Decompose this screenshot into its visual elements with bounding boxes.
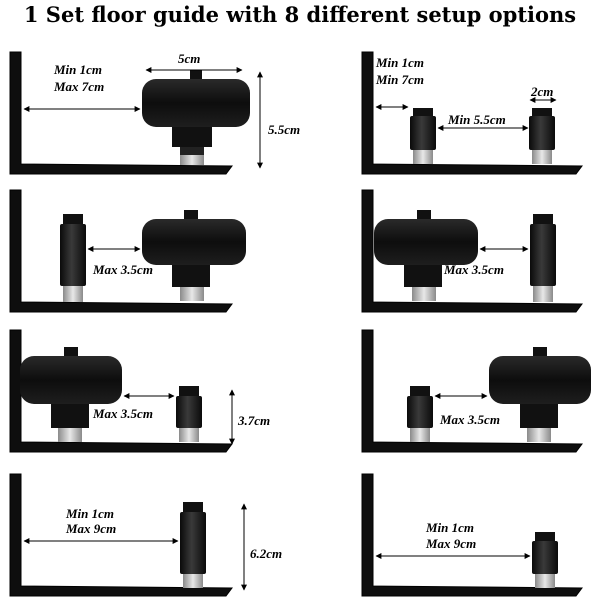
large-wheel bbox=[489, 347, 591, 442]
setup-option-8: Min 1cm Max 9cm bbox=[361, 473, 583, 597]
label-max: Max 9cm bbox=[425, 536, 476, 551]
l-bracket bbox=[361, 329, 583, 453]
setup-option-3: Max 3.5cm bbox=[9, 189, 246, 313]
small-roller bbox=[60, 214, 86, 302]
small-roller bbox=[532, 532, 558, 588]
label-height: 5.5cm bbox=[268, 122, 300, 137]
label-roller-width: 2cm bbox=[530, 84, 553, 99]
small-roller bbox=[176, 386, 202, 442]
large-wheel bbox=[20, 347, 122, 442]
page-title: 1 Set floor guide with 8 different setup… bbox=[23, 2, 577, 27]
setup-option-7: Min 1cm Max 9cm 6.2cm bbox=[9, 473, 282, 597]
small-roller-left bbox=[410, 108, 436, 164]
l-bracket bbox=[9, 473, 233, 597]
l-bracket bbox=[361, 189, 583, 313]
label-height: 6.2cm bbox=[250, 546, 282, 561]
label-min: Min 1cm bbox=[375, 55, 424, 70]
l-bracket bbox=[9, 51, 233, 175]
small-roller bbox=[530, 214, 556, 302]
label-max: Max 3.5cm bbox=[92, 262, 153, 277]
small-roller bbox=[407, 386, 433, 442]
l-bracket bbox=[361, 473, 583, 597]
label-min-max: Min 7cm bbox=[375, 72, 424, 87]
label-min: Min 1cm bbox=[65, 506, 114, 521]
large-wheel bbox=[142, 70, 250, 165]
label-max: Max 3.5cm bbox=[439, 412, 500, 427]
setup-option-5: Max 3.5cm 3.7cm bbox=[9, 329, 270, 453]
large-wheel bbox=[142, 210, 246, 301]
label-max: Max 3.5cm bbox=[92, 406, 153, 421]
label-max: Max 3.5cm bbox=[443, 262, 504, 277]
small-roller-right bbox=[529, 108, 555, 164]
label-height: 3.7cm bbox=[237, 413, 270, 428]
label-min: Min 1cm bbox=[53, 62, 102, 77]
l-bracket bbox=[361, 51, 583, 175]
label-max: Max 9cm bbox=[65, 521, 116, 536]
label-min: Min 1cm bbox=[425, 520, 474, 535]
setup-option-1: Min 1cm Max 7cm 5cm 5.5cm bbox=[9, 51, 300, 175]
label-spacing: Min 5.5cm bbox=[447, 112, 506, 127]
setup-option-6: Max 3.5cm bbox=[361, 329, 591, 453]
small-roller bbox=[180, 502, 206, 588]
large-wheel bbox=[374, 210, 478, 301]
setup-option-2: Min 1cm Min 7cm 2cm Min 5.5cm bbox=[361, 51, 583, 175]
l-bracket bbox=[9, 189, 233, 313]
label-max: Max 7cm bbox=[53, 79, 104, 94]
setup-option-4: Max 3.5cm bbox=[361, 189, 583, 313]
label-wheel-width: 5cm bbox=[178, 51, 200, 66]
